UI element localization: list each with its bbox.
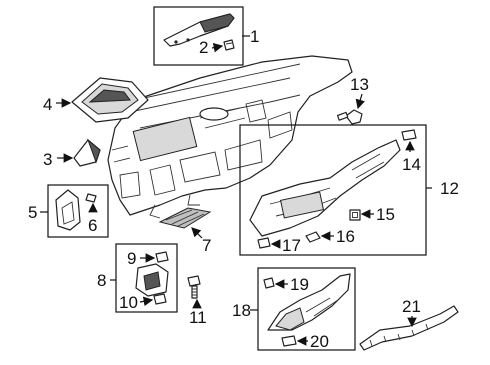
part-11-bolt (187, 275, 201, 299)
part-1-trim-panel (163, 13, 235, 47)
callout-4: 4 (43, 95, 52, 114)
callout-box-5-6 (47, 184, 109, 238)
part-10-clip (153, 293, 167, 305)
callout-box-18 (257, 267, 356, 351)
callout-16: 16 (336, 227, 355, 246)
part-3-end-cap (73, 138, 101, 167)
callout-19: 19 (290, 275, 309, 294)
part-7-lower-panel (158, 207, 212, 229)
callout-2: 2 (199, 38, 208, 57)
callout-3: 3 (43, 150, 52, 169)
callout-20: 20 (310, 332, 329, 351)
part-9-clip (155, 251, 169, 263)
callout-13: 13 (350, 75, 369, 94)
part-19-clip (263, 277, 275, 289)
callout-12: 12 (440, 179, 459, 198)
part-18-glove-box-frame (267, 273, 351, 331)
callout-box-12 (239, 124, 427, 256)
callout-10: 10 (119, 293, 138, 312)
callout-8: 8 (97, 271, 106, 290)
callout-1: 1 (250, 27, 259, 46)
part-12-support-bracket (249, 139, 401, 237)
callout-14: 14 (402, 155, 421, 174)
callout-17: 17 (282, 236, 301, 255)
part-21-wire-harness (359, 305, 459, 351)
callout-5: 5 (28, 203, 37, 222)
part-15-nut (349, 209, 361, 221)
part-14-clip (401, 129, 417, 141)
callout-18: 18 (232, 301, 251, 320)
callout-21: 21 (402, 297, 421, 316)
callout-7: 7 (202, 236, 211, 255)
callout-15: 15 (376, 205, 395, 224)
part-2-clip (223, 39, 235, 51)
part-17-clip (257, 237, 271, 249)
callout-6: 6 (88, 216, 97, 235)
callout-9: 9 (127, 249, 136, 268)
part-13-bolt (336, 109, 363, 125)
part-20-clip (281, 335, 297, 347)
callout-11: 11 (189, 308, 207, 327)
part-5-side-cover (55, 189, 81, 231)
part-8-switch-housing (135, 263, 169, 297)
instrument-panel-main (107, 55, 353, 219)
part-16-clip (305, 231, 321, 243)
part-6-clip (85, 193, 97, 203)
callout-box-8 (115, 243, 178, 313)
part-4-vent-trim (71, 77, 149, 123)
